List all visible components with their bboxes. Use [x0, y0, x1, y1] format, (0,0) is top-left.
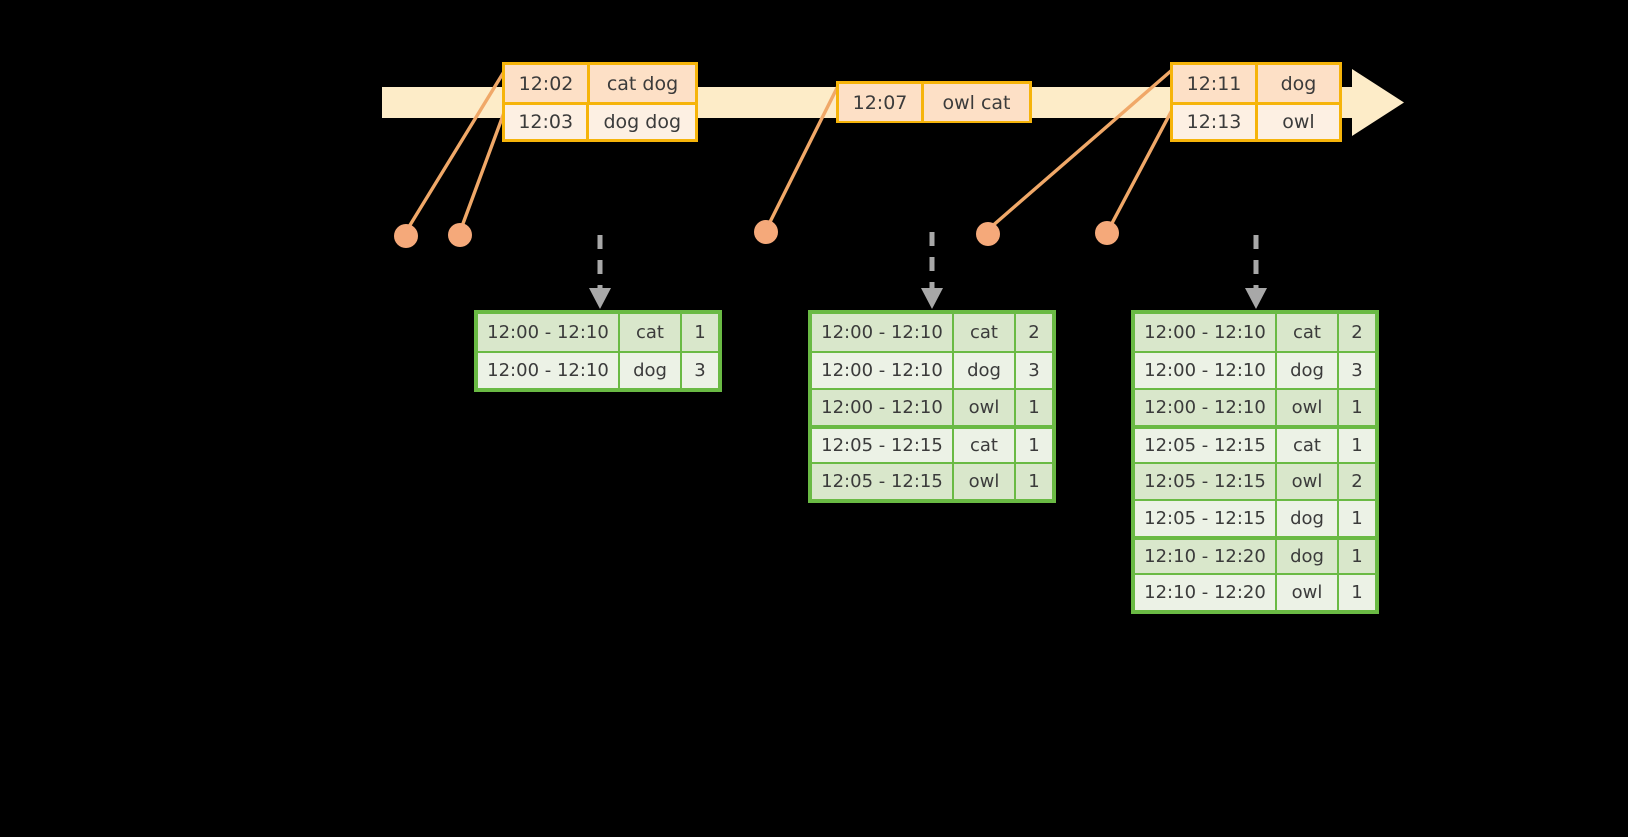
cell-window: 12:05 - 12:15: [812, 429, 954, 462]
event-row[interactable]: 12:02 cat dog: [505, 65, 695, 102]
event-row[interactable]: 12:13 owl: [1173, 102, 1339, 139]
cell-window: 12:00 - 12:10: [1135, 314, 1277, 351]
event-words: dog: [1280, 72, 1317, 95]
cell-count: 2: [1028, 322, 1040, 343]
table-row[interactable]: 12:10 - 12:20 owl 1: [1135, 573, 1375, 610]
cell-count: 1: [1351, 582, 1363, 603]
table-row[interactable]: 12:05 - 12:15 dog 1: [1135, 499, 1375, 536]
table-row[interactable]: 12:00 - 12:10 dog 3: [812, 351, 1052, 388]
event-marker-3: [754, 220, 778, 244]
event-time: 12:11: [1173, 65, 1258, 102]
cell-word: cat: [620, 314, 682, 351]
table-row[interactable]: 12:05 - 12:15 owl 1: [812, 462, 1052, 499]
event-time: 12:02: [505, 65, 590, 102]
cell-count: 1: [1351, 397, 1363, 418]
emit-arrow-2: [921, 232, 943, 309]
cell-window: 12:00 - 12:10: [478, 314, 620, 351]
event-words: cat dog: [606, 72, 679, 95]
cell-window: 12:00 - 12:10: [1135, 353, 1277, 388]
table-row[interactable]: 12:00 - 12:10 cat 2: [812, 314, 1052, 351]
cell-word: owl: [1277, 575, 1339, 610]
result-table-2[interactable]: 12:00 - 12:10 cat 2 12:00 - 12:10 dog 3 …: [808, 310, 1056, 503]
cell-count: 1: [1351, 435, 1363, 456]
table-row[interactable]: 12:00 - 12:10 dog 3: [1135, 351, 1375, 388]
result-table-1[interactable]: 12:00 - 12:10 cat 1 12:00 - 12:10 dog 3: [474, 310, 722, 392]
cell-window: 12:05 - 12:15: [1135, 501, 1277, 536]
event-marker-2: [448, 223, 472, 247]
event-group-1[interactable]: 12:02 cat dog 12:03 dog dog: [502, 62, 698, 142]
event-words: owl: [1282, 111, 1315, 133]
cell-word: cat: [1277, 429, 1339, 462]
table-row[interactable]: 12:05 - 12:15 cat 1: [1135, 425, 1375, 462]
cell-count: 3: [1028, 360, 1040, 381]
table-row[interactable]: 12:05 - 12:15 owl 2: [1135, 462, 1375, 499]
cell-window: 12:05 - 12:15: [1135, 429, 1277, 462]
cell-window: 12:00 - 12:10: [1135, 390, 1277, 425]
result-table-3[interactable]: 12:00 - 12:10 cat 2 12:00 - 12:10 dog 3 …: [1131, 310, 1379, 614]
event-row[interactable]: 12:11 dog: [1173, 65, 1339, 102]
event-row[interactable]: 12:07 owl cat: [839, 84, 1029, 121]
event-marker-4: [976, 222, 1000, 246]
cell-window: 12:10 - 12:20: [1135, 575, 1277, 610]
emit-arrow-3: [1245, 235, 1267, 309]
event-time: 12:03: [505, 105, 590, 139]
cell-count: 1: [1028, 435, 1040, 456]
table-row[interactable]: 12:00 - 12:10 cat 2: [1135, 314, 1375, 351]
cell-word: dog: [1277, 353, 1339, 388]
cell-word: cat: [1277, 314, 1339, 351]
cell-count: 1: [694, 322, 706, 343]
event-marker-5: [1095, 221, 1119, 245]
event-time: 12:13: [1173, 105, 1258, 139]
cell-word: dog: [1277, 501, 1339, 536]
cell-window: 12:00 - 12:10: [478, 353, 620, 388]
cell-count: 2: [1351, 322, 1363, 343]
cell-window: 12:00 - 12:10: [812, 390, 954, 425]
cell-word: owl: [954, 390, 1016, 425]
cell-count: 3: [694, 360, 706, 381]
cell-word: owl: [954, 464, 1016, 499]
event-words: dog dog: [603, 111, 681, 133]
cell-word: dog: [1277, 540, 1339, 573]
cell-window: 12:05 - 12:15: [1135, 464, 1277, 499]
event-words: owl cat: [942, 91, 1011, 114]
event-dot-group: [394, 220, 1119, 248]
cell-word: cat: [954, 314, 1016, 351]
table-row[interactable]: 12:00 - 12:10 owl 1: [812, 388, 1052, 425]
emit-arrow-1: [589, 235, 611, 309]
cell-window: 12:00 - 12:10: [812, 353, 954, 388]
cell-word: owl: [1277, 464, 1339, 499]
cell-count: 1: [1028, 397, 1040, 418]
cell-word: dog: [620, 353, 682, 388]
table-row[interactable]: 12:00 - 12:10 cat 1: [478, 314, 718, 351]
cell-count: 1: [1351, 546, 1363, 567]
emit-arrow-group: [589, 232, 1267, 309]
event-group-3[interactable]: 12:11 dog 12:13 owl: [1170, 62, 1342, 142]
event-marker-1: [394, 224, 418, 248]
event-group-2[interactable]: 12:07 owl cat: [836, 81, 1032, 123]
table-row[interactable]: 12:00 - 12:10 dog 3: [478, 351, 718, 388]
cell-word: dog: [954, 353, 1016, 388]
cell-count: 3: [1351, 360, 1363, 381]
table-row[interactable]: 12:00 - 12:10 owl 1: [1135, 388, 1375, 425]
cell-word: owl: [1277, 390, 1339, 425]
cell-word: cat: [954, 429, 1016, 462]
cell-window: 12:05 - 12:15: [812, 464, 954, 499]
cell-window: 12:00 - 12:10: [812, 314, 954, 351]
cell-window: 12:10 - 12:20: [1135, 540, 1277, 573]
cell-count: 2: [1351, 471, 1363, 492]
table-row[interactable]: 12:05 - 12:15 cat 1: [812, 425, 1052, 462]
table-row[interactable]: 12:10 - 12:20 dog 1: [1135, 536, 1375, 573]
event-row[interactable]: 12:03 dog dog: [505, 102, 695, 139]
cell-count: 1: [1028, 471, 1040, 492]
event-time: 12:07: [839, 84, 924, 121]
cell-count: 1: [1351, 508, 1363, 529]
